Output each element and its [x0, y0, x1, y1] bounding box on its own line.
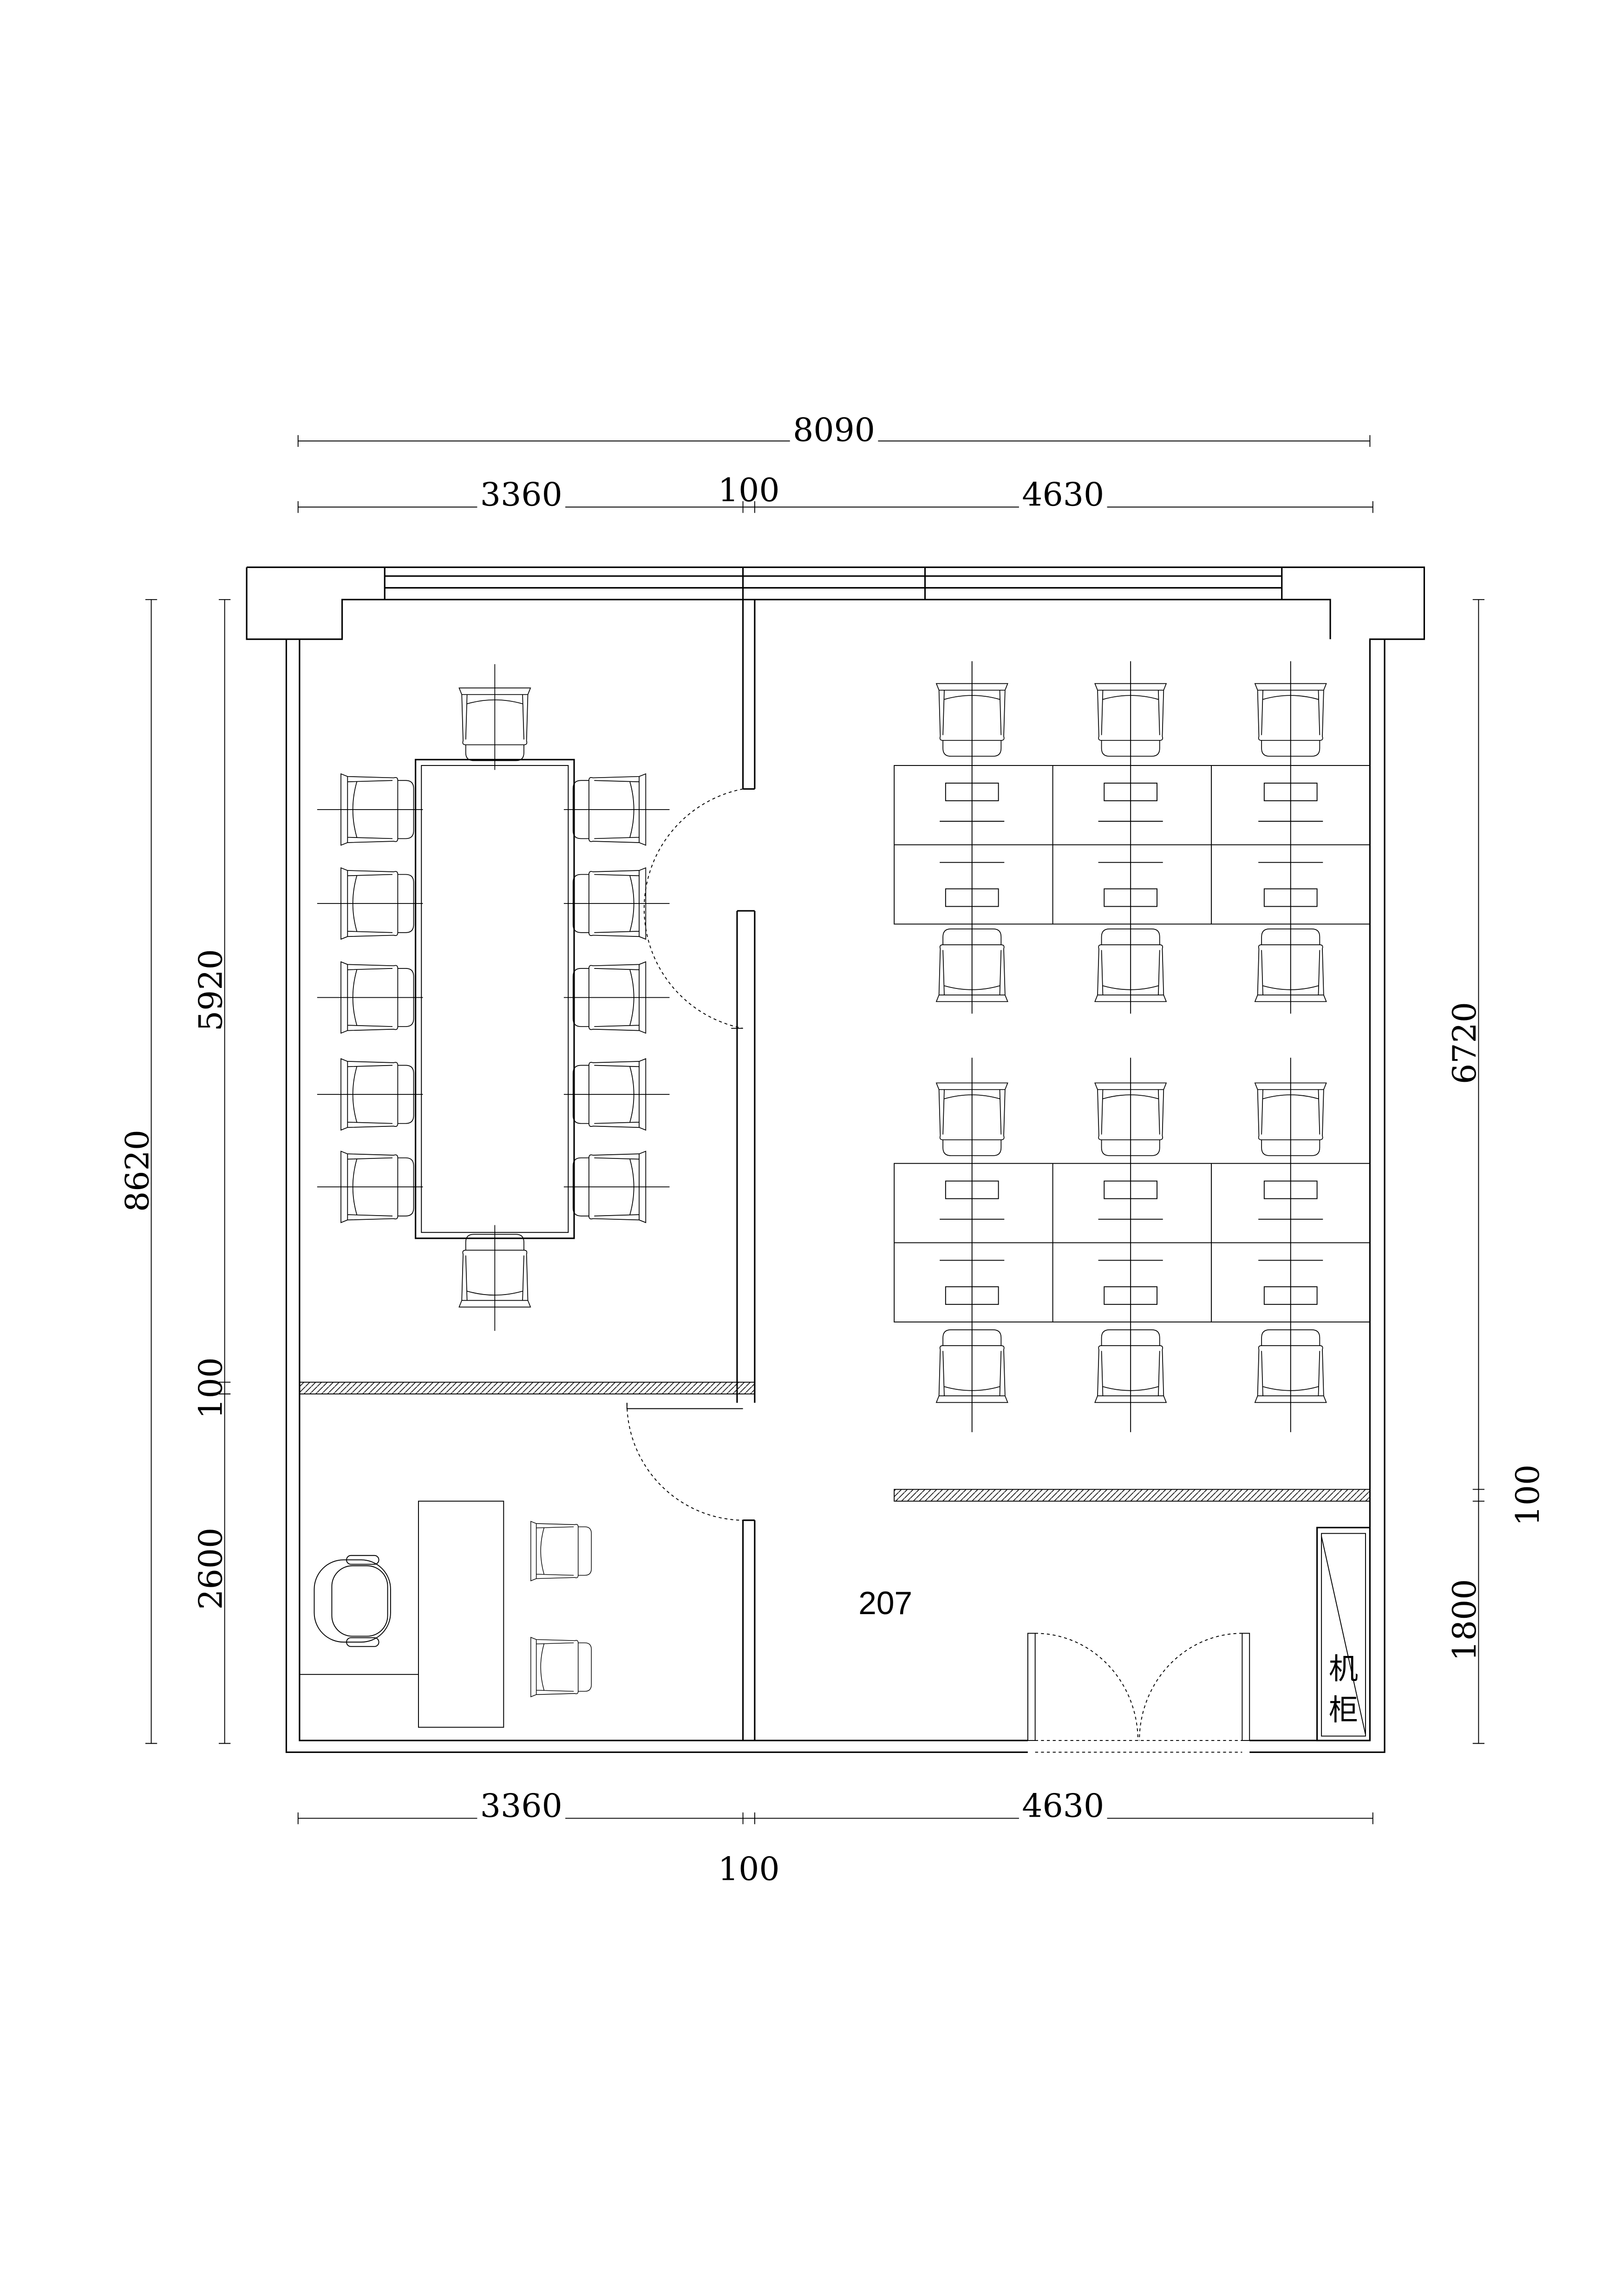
cabinet-label-1: 机: [1329, 1651, 1358, 1686]
partition-wall-right: [894, 1489, 1371, 1502]
chair: [563, 1151, 670, 1223]
chair: [563, 867, 670, 940]
dim-right-upper: 6720: [1446, 1002, 1484, 1084]
dim-top-left: 3360: [480, 476, 562, 513]
dim-top-right: 4630: [1022, 476, 1104, 513]
partition-wall-left: [299, 1381, 755, 1394]
chair: [317, 867, 423, 940]
dim-left-mid: 100: [192, 1357, 229, 1419]
dim-left-total: 8620: [118, 1130, 156, 1212]
office-door[interactable]: [626, 1402, 743, 1521]
dim-top-mid: 100: [718, 471, 780, 509]
dim-bottom-left: 3360: [480, 1787, 562, 1825]
room-number: 207: [858, 1585, 912, 1621]
chair: [317, 1151, 423, 1223]
meeting-room-door[interactable]: [643, 788, 743, 1029]
chair: [563, 773, 670, 846]
dim-bottom-mid: 100: [718, 1850, 780, 1888]
chair: [563, 961, 670, 1034]
dimension-lines: [145, 435, 1485, 1825]
chair: [458, 664, 531, 770]
dim-right-lower: 1800: [1446, 1579, 1484, 1661]
dim-right-mid: 100: [1509, 1465, 1547, 1526]
walls: [246, 566, 1425, 1753]
chairs: [317, 661, 1327, 1697]
dim-left-lower: 2600: [192, 1528, 229, 1610]
dim-left-upper: 5920: [192, 949, 229, 1031]
dim-bottom-right: 4630: [1022, 1787, 1104, 1825]
dimension-labels: 8090 3360 100 4630 8620 5920 100 2600 67…: [118, 411, 1547, 1888]
chair: [530, 1637, 592, 1697]
meeting-table: [415, 759, 575, 1239]
workstation-desks: [894, 765, 1371, 1323]
cabinet-label-2: 柜: [1329, 1693, 1358, 1727]
chair: [317, 961, 423, 1034]
cabinet: 机 柜: [1316, 1527, 1371, 1741]
chair: [563, 1058, 670, 1131]
chair: [317, 1058, 423, 1131]
office-desk: [299, 1500, 504, 1728]
executive-chair: [314, 1555, 391, 1647]
chair: [317, 773, 423, 846]
dim-top-total: 8090: [793, 411, 875, 449]
main-entrance-double-door[interactable]: [1027, 1633, 1250, 1753]
chair: [530, 1521, 592, 1581]
chair: [458, 1225, 531, 1331]
